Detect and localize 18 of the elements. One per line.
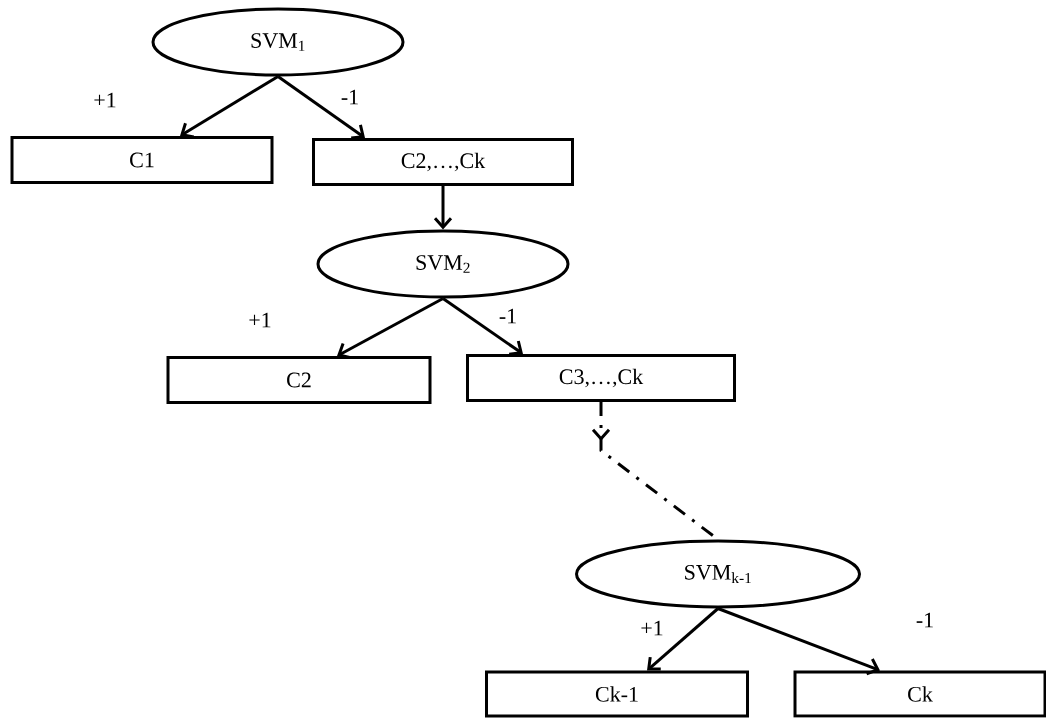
edge-label: -1 [497, 307, 519, 325]
class-box: C2 [166, 356, 432, 404]
arrow [717, 607, 880, 676]
arrow [647, 607, 719, 671]
class-box: Ck-1 [485, 670, 749, 718]
edge-label: +1 [247, 311, 273, 329]
class-box: C2,…,Ck [312, 138, 574, 186]
edge-label: +1 [639, 619, 665, 637]
arrow [277, 75, 365, 140]
edge-label: -1 [914, 611, 936, 629]
arrow [180, 75, 279, 139]
class-box: Ck [793, 670, 1046, 718]
class-box: C1 [10, 136, 274, 184]
arrow [442, 297, 523, 356]
edge-label: -1 [339, 88, 361, 106]
edge-label: +1 [92, 91, 118, 109]
class-box: C3,…,Ck [466, 354, 736, 402]
arrow [433, 186, 453, 230]
